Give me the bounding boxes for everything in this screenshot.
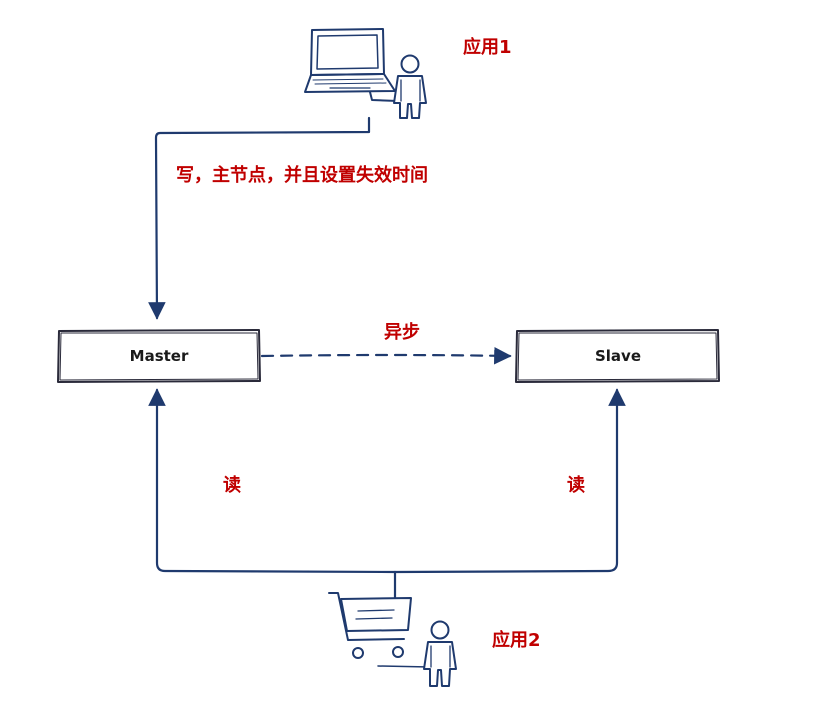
slave-label: Slave <box>595 347 641 365</box>
async-arrow <box>260 346 512 365</box>
master-node[interactable]: Master <box>57 329 261 383</box>
read-master-arrow <box>148 388 397 574</box>
app2-label: 应用2 <box>492 629 541 651</box>
read-master-edge-label: 读 <box>223 474 241 496</box>
shopping-cart-icon <box>328 592 431 668</box>
async-edge-label: 异步 <box>384 321 420 343</box>
user-icon <box>393 54 427 119</box>
read-slave-arrow <box>393 388 626 574</box>
write-edge-label: 写，主节点，并且设置失效时间 <box>176 164 428 186</box>
write-arrow <box>148 116 371 320</box>
read-slave-edge-label: 读 <box>567 474 585 496</box>
master-label: Master <box>130 347 189 365</box>
user-icon <box>423 620 457 687</box>
app1-label: 应用1 <box>463 36 512 58</box>
slave-node[interactable]: Slave <box>515 329 720 383</box>
laptop-icon <box>304 28 399 102</box>
